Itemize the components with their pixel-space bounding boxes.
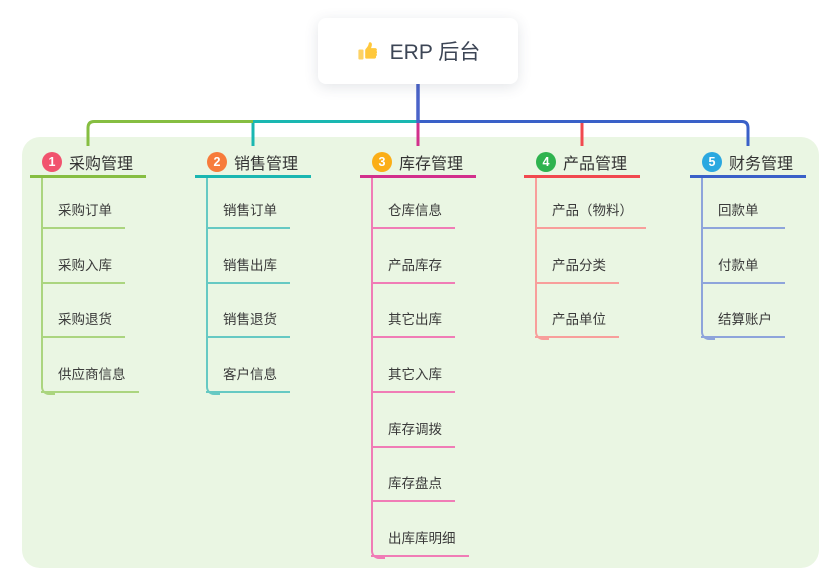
branch-product-label: 产品管理 [563, 155, 628, 173]
connector-spine-purchase [41, 178, 55, 395]
branch-sales-label: 销售管理 [234, 155, 299, 173]
node-sales-outbound[interactable]: 销售出库 [206, 255, 290, 284]
branch-number-badge-4: 4 [536, 151, 556, 172]
node-outbound-detail[interactable]: 出库库明细 [371, 528, 469, 557]
node-purchase-return[interactable]: 采购退货 [41, 309, 125, 338]
node-purchase-order[interactable]: 采购订单 [41, 200, 125, 229]
branch-product[interactable]: 4 产品管理 [524, 146, 640, 178]
node-product-material[interactable]: 产品（物料） [535, 200, 646, 229]
node-supplier-info[interactable]: 供应商信息 [41, 364, 139, 393]
node-sales-return[interactable]: 销售退货 [206, 309, 290, 338]
node-sales-order[interactable]: 销售订单 [206, 200, 290, 229]
node-product-unit[interactable]: 产品单位 [535, 309, 619, 338]
branch-inventory[interactable]: 3 库存管理 [360, 146, 476, 178]
branch-number-badge-2: 2 [207, 151, 227, 172]
branch-purchase[interactable]: 1 采购管理 [30, 146, 146, 178]
thumbs-up-icon [356, 39, 380, 63]
node-payment-bill[interactable]: 付款单 [701, 255, 785, 284]
root-node[interactable]: ERP 后台 [318, 18, 518, 84]
branches-background-panel [22, 137, 819, 568]
connector-spine-sales [206, 178, 220, 395]
node-settlement-account[interactable]: 结算账户 [701, 309, 785, 338]
branch-sales[interactable]: 2 销售管理 [195, 146, 311, 178]
branch-number-badge-3: 3 [372, 151, 392, 172]
node-product-category[interactable]: 产品分类 [535, 255, 619, 284]
root-label: ERP 后台 [389, 41, 481, 64]
node-warehouse-info[interactable]: 仓库信息 [371, 200, 455, 229]
branch-number-badge-5: 5 [702, 151, 722, 172]
node-purchase-inbound[interactable]: 采购入库 [41, 255, 125, 284]
branch-inventory-label: 库存管理 [399, 155, 464, 173]
node-other-outbound[interactable]: 其它出库 [371, 309, 455, 338]
connector-spine-finance [701, 178, 715, 340]
connector-spine-inventory [371, 178, 385, 559]
node-other-inbound[interactable]: 其它入库 [371, 364, 455, 393]
node-receipt-bill[interactable]: 回款单 [701, 200, 785, 229]
branch-number-badge-1: 1 [42, 151, 62, 172]
branch-finance-label: 财务管理 [729, 155, 794, 173]
node-customer-info[interactable]: 客户信息 [206, 364, 290, 393]
node-stock-check[interactable]: 库存盘点 [371, 473, 455, 502]
node-product-stock[interactable]: 产品库存 [371, 255, 455, 284]
branch-purchase-label: 采购管理 [69, 155, 134, 173]
branch-finance[interactable]: 5 财务管理 [690, 146, 806, 178]
node-stock-transfer[interactable]: 库存调拨 [371, 419, 455, 448]
connector-spine-product [535, 178, 549, 340]
